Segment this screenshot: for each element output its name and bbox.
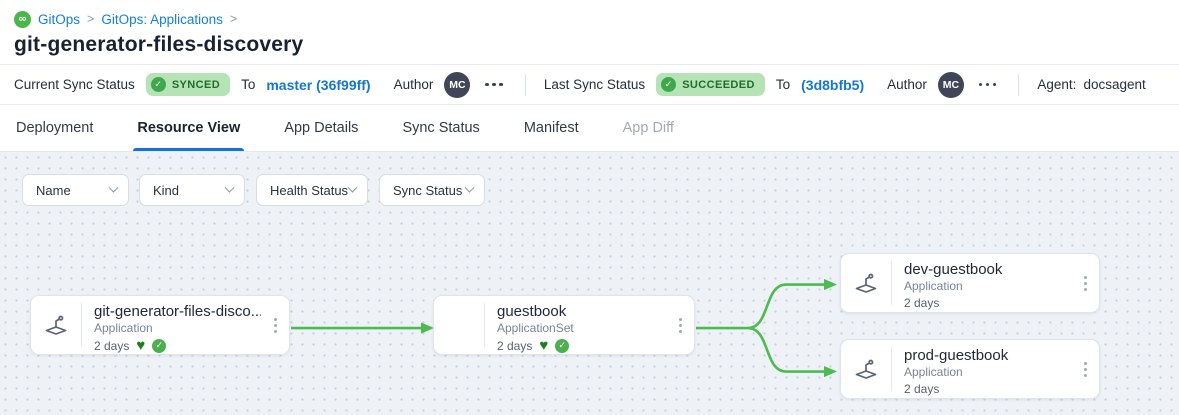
page-title: git-generator-files-discovery [14,33,304,56]
node-divider [484,303,485,347]
node-kind: Application [904,279,963,293]
filter-name-dropdown[interactable]: Name [22,174,129,206]
node-body: prod-guestbook Application 2 days [892,340,1071,398]
argo-application-icon [841,254,891,312]
filter-health-status-dropdown[interactable]: Health Status [256,174,368,206]
current-sync-author-label: Author [393,77,434,92]
current-sync-status-label: Current Sync Status [14,77,135,92]
node-kind: ApplicationSet [497,321,574,335]
filter-name-label: Name [36,182,71,198]
check-circle-icon [661,77,677,92]
page-header: GitOps > GitOps: Applications > git-gene… [0,0,1179,64]
node-divider [891,261,892,305]
status-bar-divider [1018,73,1020,96]
node-kebab-menu-button[interactable] [261,296,289,354]
node-age: 2 days [904,382,940,396]
breadcrumb-separator: > [229,12,238,26]
node-icon-placeholder [434,296,484,354]
tab-app-diff: App Diff [622,120,674,136]
node-kebab-menu-button[interactable] [1071,340,1099,398]
filter-kind-label: Kind [153,182,180,198]
tab-bar: Deployment Resource View App Details Syn… [0,105,1179,152]
node-divider [81,303,82,347]
agent-info: Agent: docsagent [1037,77,1145,92]
tab-deployment[interactable]: Deployment [16,120,94,136]
node-divider [891,347,892,391]
node-kind: Application [904,365,963,379]
filter-sync-status-dropdown[interactable]: Sync Status [379,174,485,206]
node-body: dev-guestbook Application 2 days [892,254,1071,312]
node-title: prod-guestbook [904,347,1009,364]
graph-edge [747,326,824,373]
node-title: guestbook [497,303,567,320]
breadcrumb-link-applications[interactable]: GitOps: Applications [101,11,223,27]
synced-check-icon [152,338,167,353]
edge-arrowhead [421,322,434,334]
last-sync-more-options-button[interactable] [978,82,997,87]
graph-node-dev-guestbook[interactable]: dev-guestbook Application 2 days [840,253,1100,313]
breadcrumb-separator: > [87,12,95,26]
status-bar-divider [524,73,526,96]
node-body: guestbook ApplicationSet 2 days [485,296,666,354]
agent-value: docsagent [1083,77,1146,92]
current-sync-status-badge: SYNCED [145,73,231,96]
graph-node-prod-guestbook[interactable]: prod-guestbook Application 2 days [840,339,1100,399]
breadcrumb-link-gitops[interactable]: GitOps [38,11,81,27]
filter-health-status-label: Health Status [270,182,349,198]
argo-application-icon [31,296,81,354]
filter-kind-dropdown[interactable]: Kind [139,174,245,206]
status-bar: Current Sync Status SYNCED To master (36… [0,64,1179,105]
last-sync-to-label: To [775,77,791,92]
tab-manifest[interactable]: Manifest [523,120,579,136]
current-sync-author-avatar: MC [444,71,471,98]
graph-node-guestbook[interactable]: guestbook ApplicationSet 2 days [433,295,695,355]
edge-arrowhead [824,278,837,291]
last-sync-revision-link[interactable]: (3d8bfb5) [801,76,865,93]
node-body: git-generator-files-disco... Application… [82,296,261,354]
node-age: 2 days [94,338,130,353]
node-age: 2 days [497,338,533,353]
node-title: dev-guestbook [904,261,1003,278]
last-sync-author-label: Author [887,77,927,92]
node-kebab-menu-button[interactable] [666,296,694,354]
filter-sync-status-label: Sync Status [393,182,463,198]
edge-arrowhead [824,365,837,378]
synced-check-icon [555,338,570,353]
tab-app-details[interactable]: App Details [284,120,359,136]
agent-label: Agent: [1037,77,1077,92]
node-title: git-generator-files-disco... [94,303,261,320]
graph-edges [291,278,837,378]
current-sync-to-label: To [241,77,256,92]
current-sync-revision-link[interactable]: master (36f99ff) [266,76,371,93]
gitops-logo-icon [14,10,31,28]
graph-edge [747,283,824,330]
health-heart-icon [539,338,548,353]
current-sync-badge-text: SYNCED [171,78,221,91]
node-kind: Application [94,321,153,335]
argo-application-icon [841,340,891,398]
last-sync-badge-text: SUCCEEDED [682,78,755,91]
health-heart-icon [136,338,145,353]
node-age: 2 days [904,296,940,310]
check-circle-icon [150,77,166,92]
breadcrumb: GitOps > GitOps: Applications > [14,10,1165,28]
tab-sync-status[interactable]: Sync Status [402,120,480,136]
node-kebab-menu-button[interactable] [1071,254,1099,312]
last-sync-author-avatar: MC [937,71,964,98]
resource-graph: Name Kind Health Status Sync Status [0,152,1179,415]
tab-resource-view[interactable]: Resource View [133,105,245,151]
last-sync-status-label: Last Sync Status [543,77,646,92]
current-sync-more-options-button[interactable] [485,82,503,87]
last-sync-status-badge: SUCCEEDED [656,73,765,96]
graph-node-git-generator[interactable]: git-generator-files-disco... Application… [30,295,290,355]
